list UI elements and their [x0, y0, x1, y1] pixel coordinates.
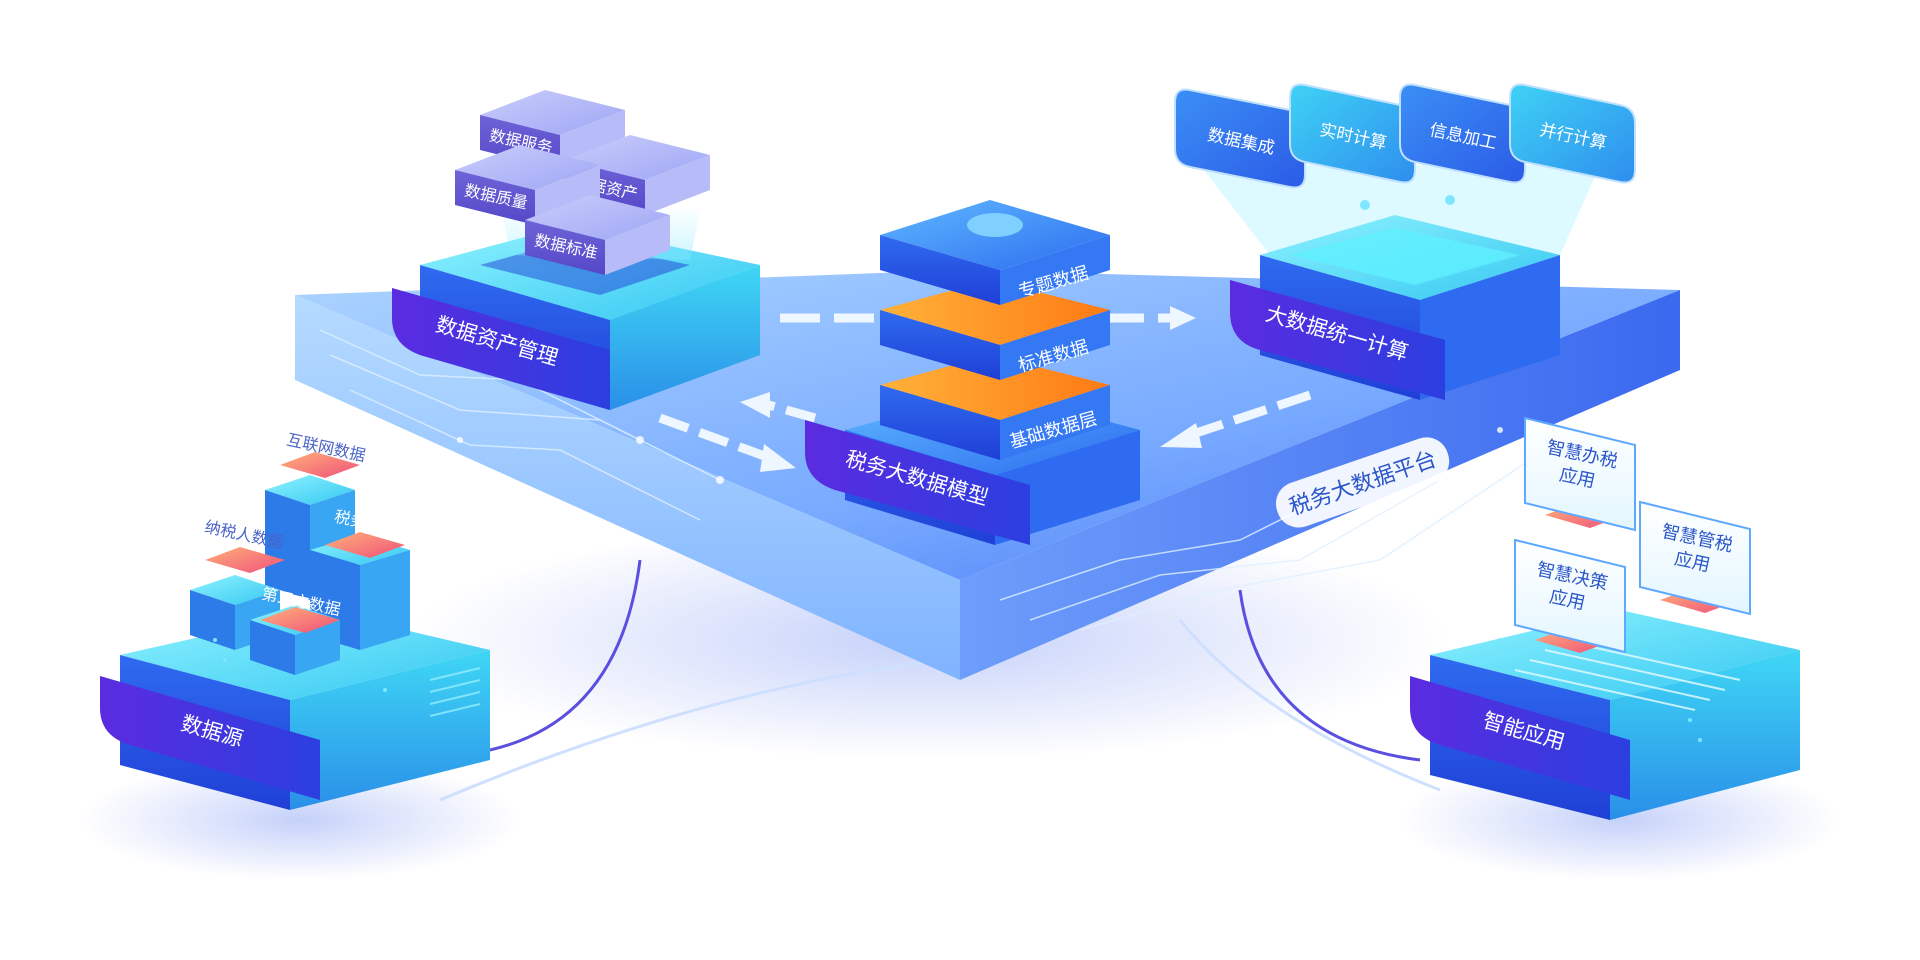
arrow-asset-to-center: [658, 413, 796, 472]
compute-beam: [1200, 165, 1600, 255]
source-vents: [429, 667, 481, 717]
compute-module: 数据集成 实时计算 信息加工 并行计算 大数据统一计算: [1174, 83, 1636, 400]
sparkle-dots: [213, 195, 1702, 742]
arrow-compute-to-center: [1160, 390, 1312, 448]
chip-internet: [280, 452, 360, 478]
compute-card-integration[interactable]: 数据集成: [1174, 88, 1306, 189]
app-card-decision[interactable]: 智慧决策应用: [1514, 538, 1626, 654]
asset-ribbon: [392, 288, 610, 410]
source-connector: [489, 559, 642, 752]
chip-taxpayer: [205, 547, 285, 573]
asset-base-right: [610, 265, 760, 410]
compute-card-parallel[interactable]: 并行计算: [1509, 83, 1636, 184]
app-card-office[interactable]: 智慧办税应用: [1524, 416, 1636, 532]
topic-cylinder-cap: [967, 213, 1023, 237]
model-layer-topic: 专题数据: [880, 200, 1110, 305]
compute-card-processing[interactable]: 信息加工: [1399, 83, 1526, 184]
arrow-center-to-asset: [740, 392, 817, 423]
asset-management-module: 数据服务 数据资产 数据质量 数据标准 数据资产管理: [392, 90, 760, 410]
model-layer-basic: 基础数据层: [880, 355, 1110, 460]
smart-app-module: 智慧办税应用 智慧管税应用 智慧决策应用 智能应用: [1410, 416, 1800, 820]
app-card-management[interactable]: 智慧管税应用: [1639, 500, 1751, 616]
compute-card-realtime[interactable]: 实时计算: [1289, 83, 1416, 184]
chip-third-party: [260, 607, 340, 633]
model-base-right: [995, 430, 1140, 545]
compute-base-right: [1420, 255, 1560, 400]
chip-tax: [325, 532, 405, 558]
ground-connector-left: [439, 658, 941, 802]
app-ribbon: [1410, 676, 1630, 800]
asset-block-standard: 数据标准: [525, 195, 670, 275]
ground-connector-right: [1178, 619, 1441, 792]
app-base-right: [1610, 650, 1800, 820]
platform-left-face: [295, 295, 960, 680]
compute-ribbon: [1230, 280, 1445, 400]
asset-block-service: 数据服务: [480, 90, 625, 170]
app-connector: [1238, 589, 1421, 762]
model-ribbon: [805, 420, 1030, 545]
circuit-lines: [319, 329, 1561, 631]
source-ribbon: [100, 676, 320, 800]
tax-model-module: 基础数据层 标准数据 专题数据 税务大数据模型: [805, 200, 1140, 545]
app-base-top: [1430, 610, 1800, 700]
compute-base-inner: [1290, 228, 1520, 285]
asset-block-asset: 数据资产: [565, 135, 710, 215]
source-shadow: [80, 760, 520, 880]
